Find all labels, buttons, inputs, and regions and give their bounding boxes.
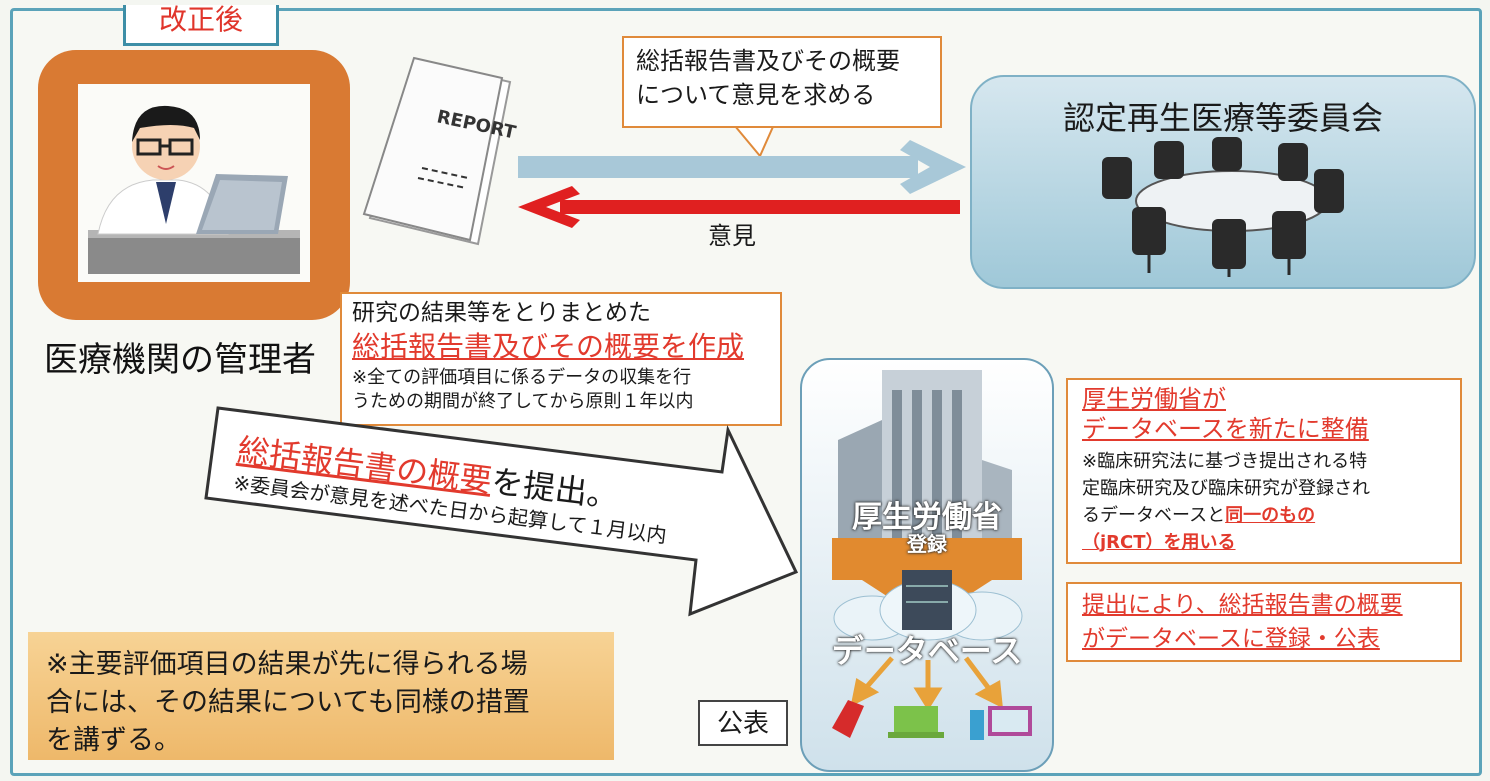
speech-line-1: 総括報告書及びその概要 <box>636 47 900 75</box>
rb1-note-4: （jRCT）を用いる <box>1082 532 1236 553</box>
feedback-label: 意見 <box>708 222 756 250</box>
primary-endpoint-note: ※主要評価項目の結果が先に得られる場 合には、その結果についても同様の措置 を講… <box>28 632 614 760</box>
speech-line-2: について意見を求める <box>636 81 876 109</box>
rb1-title-1: 厚生労働省が <box>1082 385 1226 413</box>
speech-balloon: 総括報告書及びその概要 について意見を求める <box>622 36 942 128</box>
mhlw-panel: 厚生労働省 登録 データベース <box>800 358 1054 772</box>
arrow-right-icon <box>900 140 966 194</box>
rb1-title-2: データベースを新たに整備 <box>1082 415 1369 443</box>
committee-card: 認定再生医療等委員会 <box>970 75 1476 289</box>
committee-title: 認定再生医療等委員会 <box>1062 99 1383 137</box>
rb1-note-3: るデータベースと <box>1082 505 1226 526</box>
doctor-card <box>38 50 350 320</box>
publish-info-box: 提出により、総括報告書の概要 がデータベースに登録・公表 <box>1066 582 1462 662</box>
ministry-label: 厚生労働省 <box>852 500 1002 535</box>
rb2-line-1: 提出により、総括報告書の概要 <box>1082 592 1403 618</box>
rb2-line-2: がデータベースに登録・公表 <box>1082 626 1380 652</box>
center-line-2: 総括報告書及びその概要を作成 <box>352 330 745 363</box>
doctor-illustration <box>78 84 310 282</box>
bottom-line-3: を講ずる。 <box>46 725 181 756</box>
center-note-2: うための期間が終了してから原則１年以内 <box>352 391 694 412</box>
exchange-arrows <box>518 140 966 228</box>
report-icon: REPORT <box>362 56 518 246</box>
center-line-1: 研究の結果等をとりまとめた <box>352 300 651 326</box>
register-label: 登録 <box>907 532 947 556</box>
publish-label: 公表 <box>698 700 788 746</box>
rb1-note-1: ※臨床研究法に基づき提出される特 <box>1082 451 1368 472</box>
server-icon <box>902 570 952 630</box>
meeting-table-icon <box>1102 137 1344 277</box>
rb1-note-3-red: 同一のもの <box>1225 505 1316 526</box>
bottom-line-1: ※主要評価項目の結果が先に得られる場 <box>46 649 528 680</box>
revision-tab: 改正後 <box>123 5 279 46</box>
report-document: REPORT <box>360 56 530 246</box>
bottom-line-2: 合には、その結果についても同様の措置 <box>46 687 530 718</box>
doctor-icon <box>88 105 300 274</box>
building-icon <box>838 420 882 560</box>
laptop-icon <box>894 706 938 732</box>
tablet-icon <box>832 700 864 738</box>
center-note-1: ※全ての評価項目に係るデータの収集を行 <box>352 367 692 388</box>
pc-tower-icon <box>970 710 984 740</box>
database-label: データベース <box>831 632 1023 670</box>
rb1-note-2: 定臨床研究及び臨床研究が登録され <box>1082 478 1370 499</box>
summary-creation-box: 研究の結果等をとりまとめた 総括報告書及びその概要を作成 ※全ての評価項目に係る… <box>340 292 782 426</box>
database-illustration <box>832 370 1032 740</box>
database-info-box: 厚生労働省が データベースを新たに整備 ※臨床研究法に基づき提出される特 定臨床… <box>1066 378 1462 564</box>
arrow-left-icon <box>518 186 580 228</box>
doctor-caption: 医療機関の管理者 <box>44 340 316 380</box>
submit-arrow <box>204 406 799 617</box>
